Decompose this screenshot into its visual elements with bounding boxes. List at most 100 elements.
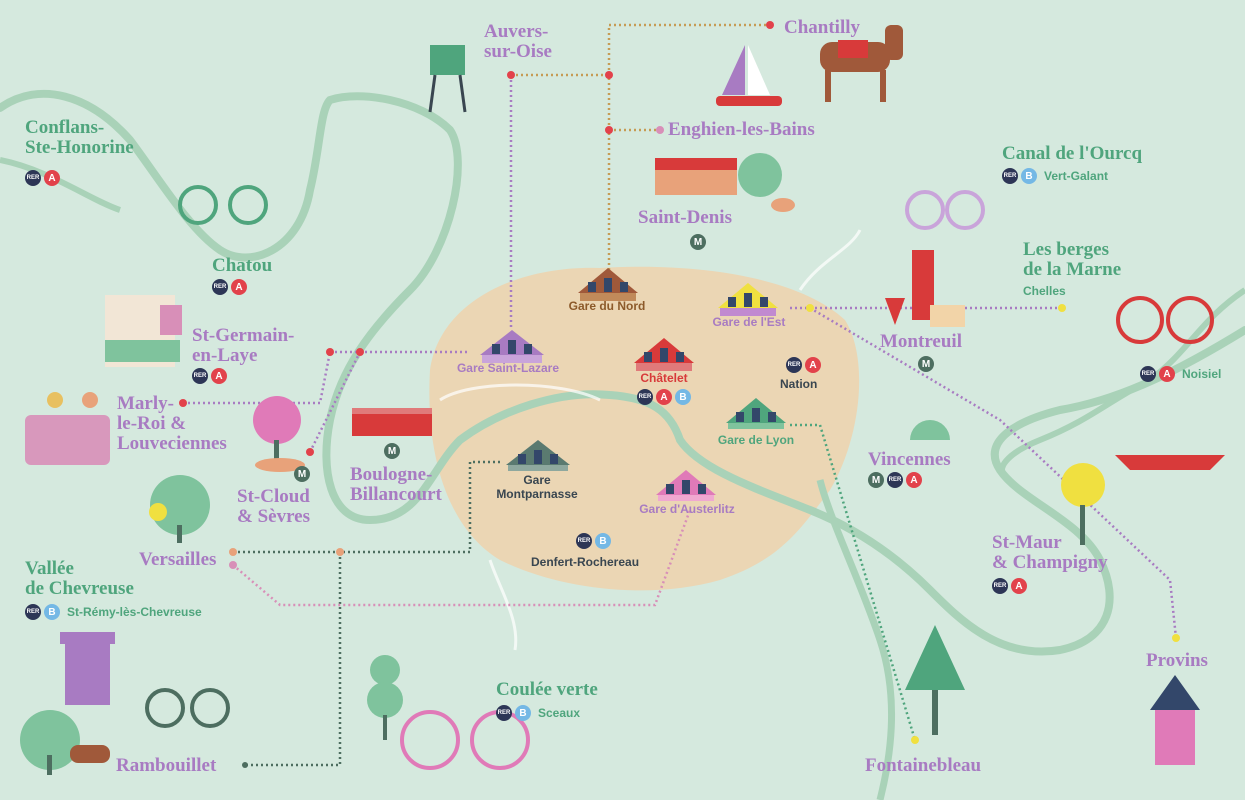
label-conflans: Conflans- Ste-Honorine — [25, 117, 134, 158]
line-versailles — [233, 460, 500, 554]
station-austerlitz: Gare d'Austerlitz — [639, 502, 735, 516]
label-rambouillet: Rambouillet — [116, 755, 217, 776]
line-rambouillet — [245, 552, 342, 767]
rer-icon: RER — [887, 472, 903, 488]
rer-b-icon: B — [515, 705, 531, 721]
rer-b-icon: B — [1021, 168, 1037, 184]
label-canal: Canal de l'Ourcq — [1002, 143, 1143, 164]
seine-river — [0, 89, 1245, 656]
label-boulogne: Boulogne- Billancourt — [350, 464, 442, 505]
wisp — [439, 383, 601, 402]
label-montreuil: Montreuil — [880, 331, 962, 352]
line-marly — [183, 351, 332, 405]
label-marly: Marly- le-Roi & Louveciennes — [117, 393, 227, 454]
rer-icon: RER — [637, 389, 653, 405]
label-auvers: Auvers- sur-Oise — [484, 21, 552, 62]
label-nation: Nation — [780, 377, 818, 391]
rer-icon: RER — [212, 279, 228, 295]
stops — [179, 21, 1180, 768]
wisp — [798, 229, 862, 291]
label-versailles: Versailles — [139, 549, 217, 570]
illustrations — [20, 25, 1225, 775]
label-coulee: Coulée verte — [496, 679, 598, 700]
badges-saint-denis: M — [690, 234, 706, 250]
rer-icon: RER — [576, 533, 592, 549]
station-gare-de-lyon: Gare de Lyon — [717, 433, 795, 447]
label-denfert: Denfert-Rochereau — [531, 555, 640, 569]
paris-area — [429, 266, 860, 591]
label-chevreuse: Vallée de Chevreuse — [25, 558, 134, 599]
badges-boulogne: M — [384, 443, 400, 459]
station-montparnasse: Gare Montparnasse — [496, 473, 578, 501]
label-provins: Provins — [1146, 650, 1208, 671]
label-st-cloud: St-Cloud & Sèvres — [237, 486, 310, 527]
metro-icon: M — [918, 356, 934, 372]
rer-icon: RER — [992, 578, 1008, 594]
rer-a-icon: A — [906, 472, 922, 488]
station-chatelet: Châtelet — [640, 371, 688, 385]
metro-icon: M — [690, 234, 706, 250]
line-st-cloud — [308, 351, 362, 453]
marne-river — [816, 479, 895, 800]
rer-a-icon: A — [805, 357, 821, 373]
label-st-germain: St-Germain- en-Laye — [192, 325, 295, 366]
rer-b-icon: B — [44, 604, 60, 620]
label-enghien: Enghien-les-Bains — [668, 119, 815, 140]
rer-a-icon: A — [1011, 578, 1027, 594]
noisiel-station: Noisiel — [1182, 367, 1222, 381]
rer-icon: RER — [1002, 168, 1018, 184]
label-fontainebleau: Fontainebleau — [865, 755, 982, 776]
rer-a-icon: A — [231, 279, 247, 295]
rer-a-icon: A — [211, 368, 227, 384]
station-saint-lazare: Gare Saint-Lazare — [456, 361, 560, 375]
line-chantilly — [607, 23, 770, 270]
line-fontainebleau — [790, 423, 917, 741]
label-chatou: Chatou — [212, 255, 273, 276]
label-chelles: Chelles — [1023, 284, 1066, 298]
oise-river — [0, 157, 121, 213]
metro-icon: M — [294, 466, 310, 482]
rer-a-icon: A — [656, 389, 672, 405]
rer-icon: RER — [786, 357, 802, 373]
station-gare-du-nord: Gare du Nord — [568, 299, 646, 313]
station-buildings — [480, 268, 786, 501]
line-austerlitz — [232, 509, 692, 607]
rer-b-icon: B — [595, 533, 611, 549]
chevreuse-station: St-Rémy-lès-Chevreuse — [67, 605, 202, 619]
station-gare-de-l-est: Gare de l'Est — [712, 315, 786, 329]
label-marne: Les berges de la Marne — [1023, 239, 1122, 280]
coulee-station: Sceaux — [538, 706, 581, 720]
canal-station: Vert-Galant — [1044, 169, 1109, 183]
rer-icon: RER — [192, 368, 208, 384]
rer-icon: RER — [496, 705, 512, 721]
rer-a-icon: A — [44, 170, 60, 186]
badges-montreuil: M — [918, 356, 934, 372]
wisp — [488, 559, 518, 651]
label-saint-denis: Saint-Denis — [638, 207, 732, 228]
marne-east — [999, 287, 1245, 483]
label-st-maur: St-Maur & Champigny — [992, 532, 1108, 573]
line-provins — [809, 306, 1178, 639]
rer-icon: RER — [1140, 366, 1156, 382]
rer-b-icon: B — [675, 389, 691, 405]
label-chantilly: Chantilly — [784, 17, 861, 38]
rer-icon: RER — [25, 170, 41, 186]
rer-icon: RER — [25, 604, 41, 620]
metro-icon: M — [868, 472, 884, 488]
rer-a-icon: A — [1159, 366, 1175, 382]
label-vincennes: Vincennes — [868, 449, 951, 470]
